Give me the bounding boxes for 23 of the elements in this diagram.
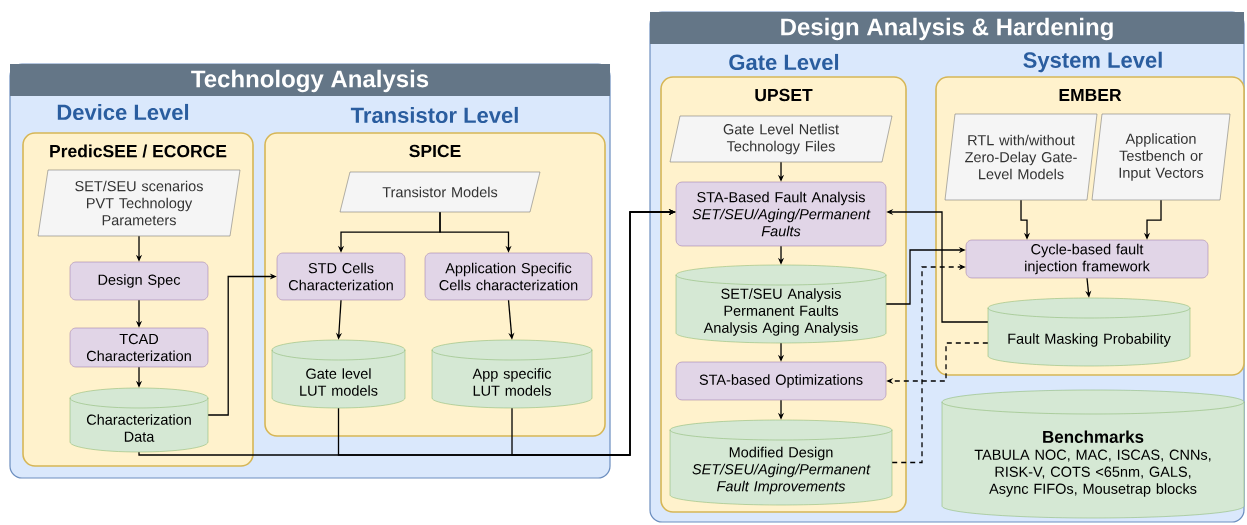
- database-cylinder: Gate level LUT models: [271, 339, 406, 409]
- input-parallelogram: Application Testbench or Input Vectors: [1091, 113, 1231, 201]
- input-parallelogram: Gate Level Netlist Technology Files: [669, 115, 893, 163]
- database-cylinder: Benchmarks TABULA NOC, MAC, ISCAS, CNNs, RISK-V, COTS <65nm, GALS, Async FIFOs, Mousetrap blocks: [941, 389, 1245, 519]
- input-parallelogram: SET/SEU scenarios PVT Technology Parameters: [37, 169, 241, 237]
- database-cylinder: Characterization Data: [69, 387, 209, 453]
- level-heading: Gate Level: [729, 53, 839, 71]
- database-cylinder: App specific LUT models: [431, 339, 593, 409]
- level-heading: System Level: [1023, 51, 1162, 73]
- process-box: Cycle-based fault injection framework: [965, 239, 1209, 279]
- process-box: STA-Based Fault Analysis SET/SEU/Aging/Permanent Faults: [675, 181, 887, 247]
- process-box: Application Specific Cells characterization: [424, 252, 593, 301]
- database-cylinder: SET/SEU Analysis Permanent Faults Analysis Aging Analysis: [675, 264, 887, 344]
- process-box: TCAD Characterization: [69, 327, 209, 368]
- database-cylinder: Fault Masking Probability: [987, 297, 1191, 367]
- level-heading: Transistor Level: [350, 106, 518, 124]
- database-cylinder: Modified Design SET/SEU/Aging/Permanent Fault Improvements: [669, 419, 893, 506]
- process-box: Design Spec: [69, 261, 209, 301]
- input-parallelogram: Transistor Models: [339, 171, 541, 213]
- input-parallelogram: RTL with/without Zero-Delay Gate-Level Models: [944, 113, 1098, 201]
- process-box: STD Cells Characterization: [276, 252, 406, 301]
- level-heading: Device Level: [57, 103, 189, 121]
- process-box: STA-based Optimizations: [675, 361, 887, 401]
